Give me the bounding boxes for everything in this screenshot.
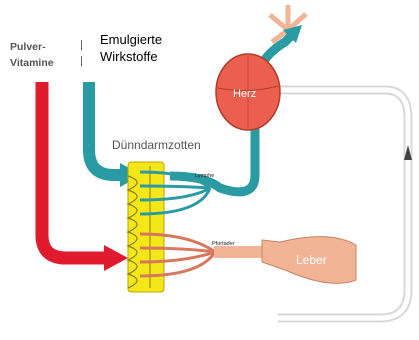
label-lymphe: Lymphe: [195, 173, 214, 179]
label-emulgiert-line2: Wirkstoffe: [100, 49, 158, 64]
label-separator-2: |: [80, 55, 83, 67]
label-leber: Leber: [296, 253, 327, 267]
label-herz: Herz: [233, 88, 256, 100]
label-duenndarm: Dünndarmzotten: [112, 138, 201, 152]
label-pulver-line1: Pulver-: [10, 41, 46, 53]
pulver-arrowhead: [104, 245, 128, 271]
pfortader-vessel: [214, 246, 262, 258]
label-separator-1: |: [80, 39, 83, 51]
label-pfortader: Pfortader: [212, 241, 235, 247]
label-emulgiert-line1: Emulgierte: [100, 32, 162, 47]
villi: [128, 162, 164, 292]
label-pulver-line2: Vitamine: [10, 57, 54, 69]
emulgiert-path: [89, 82, 124, 175]
